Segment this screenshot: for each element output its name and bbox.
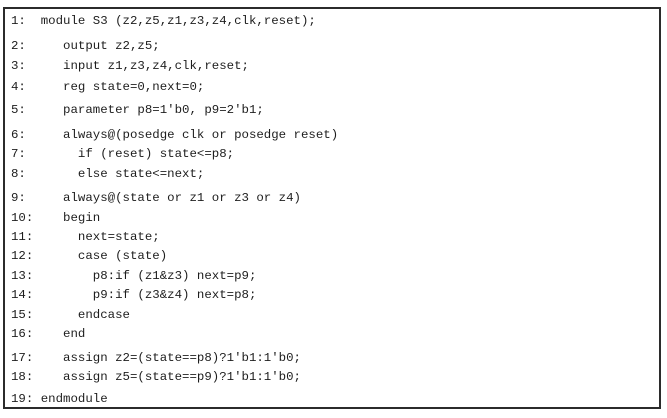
- verilog-code-listing: 1: module S3 (z2,z5,z1,z3,z4,clk,reset);…: [11, 12, 653, 407]
- code-line: 16: end: [11, 327, 86, 342]
- code-line: 9: always@(state or z1 or z3 or z4): [11, 191, 301, 206]
- code-line: 15: endcase: [11, 307, 130, 322]
- code-line: 17: assign z2=(state==p8)?1'b1:1'b0;: [11, 350, 301, 365]
- code-line: 11: next=state;: [11, 230, 160, 245]
- code-line: 8: else state<=next;: [11, 166, 205, 181]
- code-line: 3: input z1,z3,z4,clk,reset;: [11, 58, 249, 73]
- code-line: 10: begin: [11, 210, 101, 225]
- code-line: 14: p9:if (z3&z4) next=p8;: [11, 288, 257, 303]
- code-line: 13: p8:if (z1&z3) next=p9;: [11, 268, 257, 283]
- code-line: 12: case (state): [11, 249, 168, 264]
- code-line: 1: module S3 (z2,z5,z1,z3,z4,clk,reset);: [11, 14, 316, 28]
- code-listing-frame: 1: module S3 (z2,z5,z1,z3,z4,clk,reset);…: [3, 7, 661, 409]
- code-line: 7: if (reset) state<=p8;: [11, 147, 235, 162]
- code-line: 4: reg state=0,next=0;: [11, 80, 205, 95]
- code-line: 19: endmodule: [11, 392, 108, 407]
- code-line: 5: parameter p8=1'b0, p9=2'b1;: [11, 102, 264, 117]
- code-line: 18: assign z5=(state==p9)?1'b1:1'b0;: [11, 369, 301, 384]
- code-line: 6: always@(posedge clk or posedge reset): [11, 128, 339, 143]
- code-line: 2: output z2,z5;: [11, 39, 160, 54]
